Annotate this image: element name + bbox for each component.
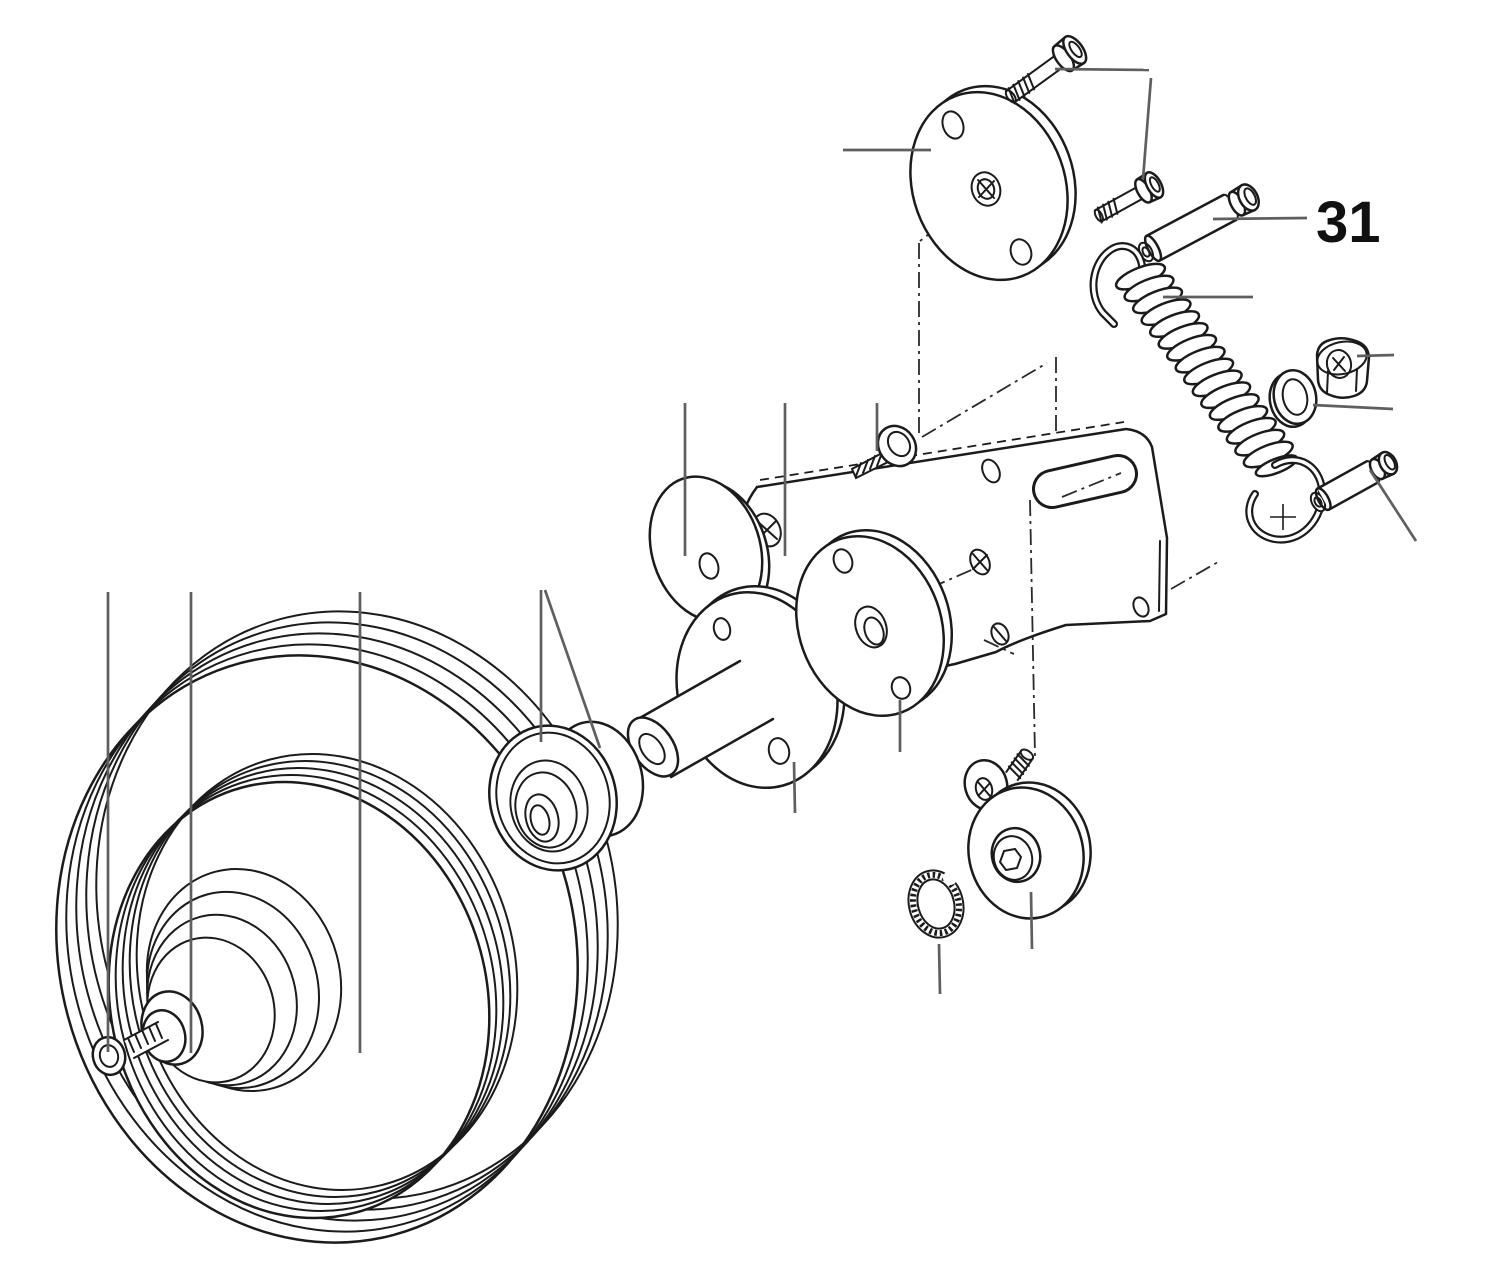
bracket-adjuster-screw bbox=[850, 424, 918, 480]
small-spacer-bolt bbox=[1309, 450, 1399, 513]
pulley-center-bolt bbox=[91, 990, 204, 1077]
hex-nut bbox=[1315, 337, 1371, 399]
threaded-stud bbox=[1005, 748, 1035, 782]
keyhole-cover-plate bbox=[963, 748, 1092, 920]
tension-spring bbox=[1089, 242, 1327, 544]
cover-plate bbox=[909, 84, 1077, 282]
socket-bolt-lower bbox=[1093, 171, 1165, 224]
spring-hook-cross-mark bbox=[1270, 504, 1296, 530]
front-flange-disc bbox=[794, 528, 954, 718]
ball-bearing bbox=[488, 720, 645, 872]
spacer-sleeve-bolt-31 bbox=[1137, 183, 1260, 263]
bracket-slot bbox=[1032, 454, 1138, 509]
washer bbox=[1268, 368, 1318, 429]
snap-ring bbox=[907, 869, 965, 939]
bracket-top-edge-dashed bbox=[759, 421, 1125, 481]
pulley-hub bbox=[626, 584, 846, 790]
leader-lines bbox=[106, 67, 1418, 1053]
poly-v-pulley bbox=[55, 610, 619, 1244]
callout-label-31: 31 bbox=[1316, 190, 1381, 255]
socket-bolt-upper bbox=[1004, 34, 1088, 105]
hex-socket-bolt bbox=[990, 826, 1042, 884]
bracket-holes bbox=[752, 458, 1150, 646]
center-bore bbox=[854, 605, 888, 649]
